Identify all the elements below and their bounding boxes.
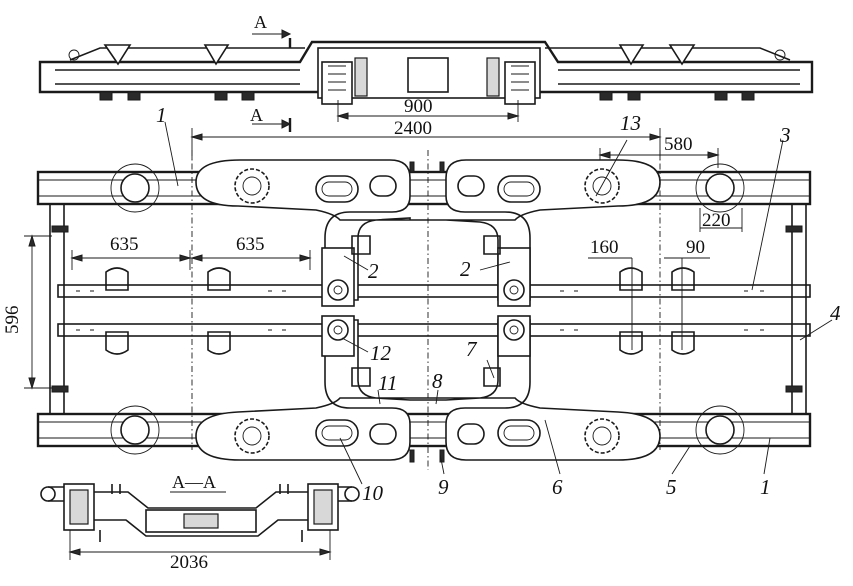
callout-9: 9 xyxy=(438,475,449,499)
lifting-bracket-group xyxy=(68,44,786,66)
end-beam-left xyxy=(49,203,65,415)
dimension-596: 596 xyxy=(2,234,52,390)
dimension-2036-label: 2036 xyxy=(170,552,208,573)
side-elevation-view: A A xyxy=(38,12,814,132)
callout-1-top: 1 xyxy=(156,103,167,127)
section-beam-bottom xyxy=(94,519,308,537)
callout-3: 3 xyxy=(779,123,791,147)
dimension-635-right-label: 635 xyxy=(236,234,265,255)
dimension-220-label: 220 xyxy=(702,210,731,231)
side-bottom-lugs xyxy=(99,91,755,101)
side-beam-outline xyxy=(38,40,814,94)
callout-12: 12 xyxy=(370,341,392,365)
bolster-lower xyxy=(195,319,661,461)
dimension-160: 160 xyxy=(588,237,633,350)
dimension-635-left-label: 635 xyxy=(110,234,139,255)
bolt-marks xyxy=(51,161,803,463)
callout-8: 8 xyxy=(432,369,443,393)
bolster-bosses xyxy=(234,168,620,454)
callout-13: 13 xyxy=(620,111,641,135)
brake-brackets xyxy=(321,247,531,357)
callout-7: 7 xyxy=(466,337,478,361)
dimension-220: 220 xyxy=(699,208,743,232)
spring-stacks xyxy=(321,57,536,105)
callout-10: 10 xyxy=(362,481,384,505)
bolster-upper xyxy=(195,159,661,301)
axle-box-seats xyxy=(110,163,745,455)
plan-view xyxy=(36,150,812,470)
dimension-160-label: 160 xyxy=(590,237,619,258)
dimension-900: 900 xyxy=(336,96,520,122)
bolster-slots xyxy=(315,175,541,447)
inner-beam-upper xyxy=(57,284,811,298)
section-beam-top xyxy=(94,491,308,509)
dimension-635-right: 635 xyxy=(190,234,312,270)
callout-5: 5 xyxy=(666,475,677,499)
side-beam-flanges xyxy=(55,69,800,85)
callouts: 1 13 3 4 2 2 12 7 11 8 10 9 6 5 1 xyxy=(156,103,841,505)
section-mark-top: A xyxy=(252,12,292,48)
dimension-90: 90 xyxy=(664,237,710,350)
dimension-580-label: 580 xyxy=(664,134,693,155)
center-window xyxy=(407,57,449,93)
section-a-a-view: A—A 2036 xyxy=(40,472,360,573)
callout-2-right: 2 xyxy=(460,257,471,281)
dimension-90-label: 90 xyxy=(686,237,705,258)
callout-4: 4 xyxy=(830,301,841,325)
callout-2-left: 2 xyxy=(368,259,379,283)
dimension-635-left: 635 xyxy=(70,234,192,270)
section-mark-top-label: A xyxy=(254,12,267,32)
side-frame-upper xyxy=(36,170,812,206)
section-a-a-title: A—A xyxy=(172,472,216,492)
hanger-loops xyxy=(105,235,695,387)
dimension-2400-label: 2400 xyxy=(394,118,432,139)
callout-1-bottom: 1 xyxy=(760,475,771,499)
axle-lines xyxy=(191,150,661,450)
dimension-596-label: 596 xyxy=(2,306,23,335)
side-top-plates xyxy=(69,47,791,61)
inner-beam-lower xyxy=(57,323,811,337)
section-mark-bottom-label: A xyxy=(250,105,263,125)
callout-6: 6 xyxy=(552,475,563,499)
end-beam-right xyxy=(791,203,807,415)
section-mark-bottom: A xyxy=(250,105,292,132)
callout-11: 11 xyxy=(378,371,397,395)
side-frame-lower xyxy=(36,412,812,448)
dimension-900-label: 900 xyxy=(404,96,433,117)
